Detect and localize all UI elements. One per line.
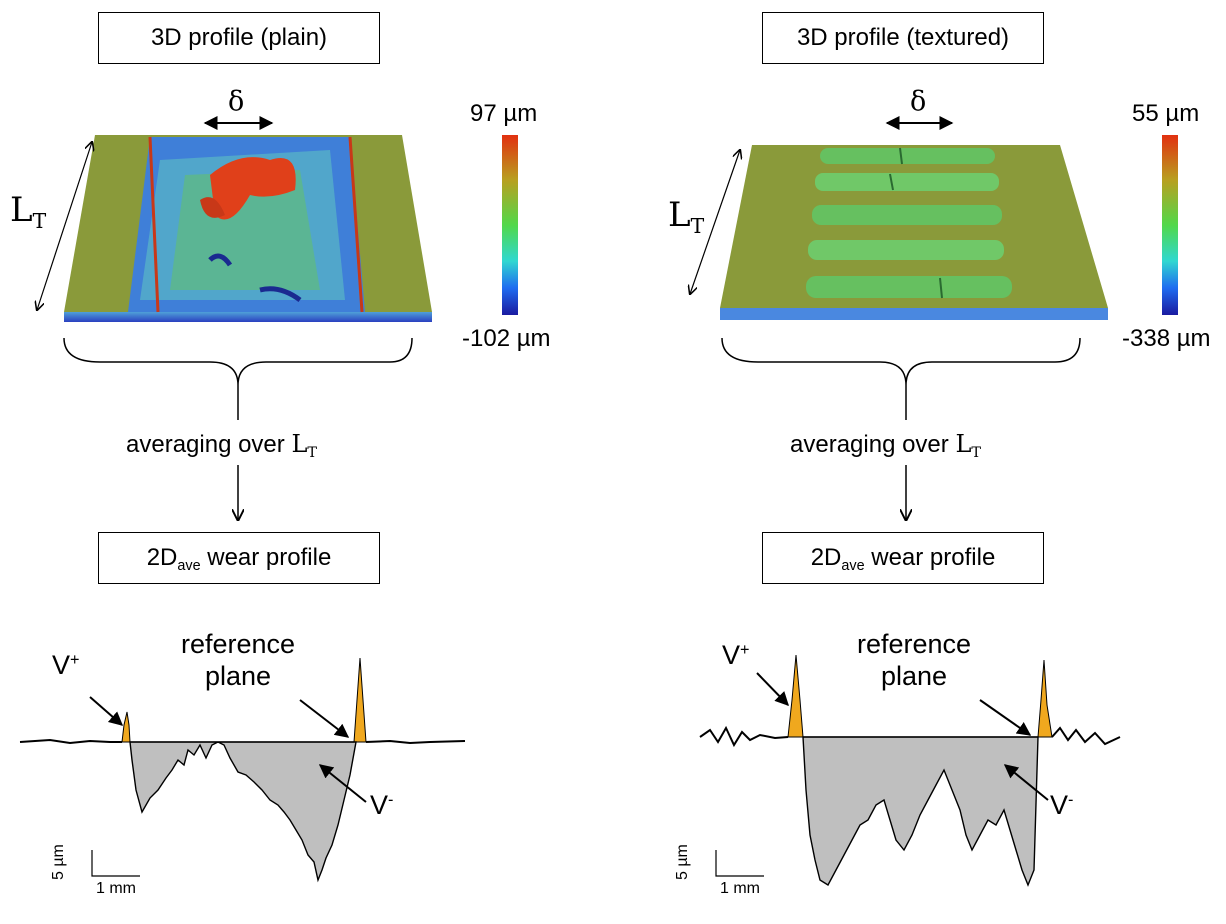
right-lt-label: LT	[668, 195, 705, 239]
left-lt-main: L	[10, 190, 33, 230]
left-vplus-label: V+	[52, 650, 79, 681]
left-averaging-text: averaging over	[126, 431, 292, 458]
left-delta-label: δ	[228, 86, 245, 117]
right-result: 2Dave wear profile	[810, 544, 996, 575]
right-colorbar-max: 55 µm	[1132, 100, 1200, 127]
right-averaging-label: averaging over LT	[790, 430, 981, 462]
right-reference-line2: plane	[880, 661, 948, 691]
left-vminus-main: V	[370, 790, 389, 820]
left-reference-line1: reference	[180, 629, 296, 659]
right-vminus-label: V-	[1050, 790, 1073, 821]
right-lt-main: L	[668, 195, 691, 235]
right-result-box: 2Dave wear profile	[762, 532, 1044, 584]
left-3d-surface	[64, 135, 432, 322]
right-scale-y: 5 µm	[674, 844, 691, 880]
left-lt-arrow	[37, 142, 92, 310]
right-title: 3D profile (textured)	[796, 24, 1010, 51]
left-colorbar-max: 97 µm	[470, 100, 538, 127]
left-vminus-label: V-	[370, 790, 393, 821]
left-vplus-main: V	[52, 650, 71, 680]
left-averaging-label: averaging over LT	[126, 430, 317, 462]
right-result-sub: ave	[841, 558, 865, 575]
right-brace	[721, 337, 1081, 386]
right-delta-label: δ	[910, 86, 927, 117]
right-vplus-sup: +	[740, 641, 750, 660]
left-lt-label: LT	[10, 190, 47, 234]
right-vplus-label: V+	[722, 640, 749, 671]
left-2d-profile	[19, 657, 466, 883]
right-2d-profile	[699, 654, 1121, 887]
left-result: 2Dave wear profile	[146, 544, 332, 575]
right-reference-line1: reference	[856, 629, 972, 659]
right-averaging-sub: T	[971, 445, 981, 462]
left-reference-label: reference plane	[172, 628, 304, 692]
left-averaging-sub: T	[307, 445, 317, 462]
left-vminus-sup: -	[388, 791, 394, 810]
left-brace	[63, 337, 413, 386]
left-colorbar-min: -102 µm	[462, 325, 551, 352]
right-vminus-main: V	[1050, 790, 1069, 820]
left-colorbar	[502, 135, 518, 315]
left-averaging-sym: L	[291, 430, 308, 458]
right-colorbar-min: -338 µm	[1122, 325, 1211, 352]
right-result-main: 2D	[810, 544, 842, 571]
right-reference-label: reference plane	[848, 628, 980, 692]
left-reference-line2: plane	[204, 661, 272, 691]
right-averaging-sym: L	[955, 430, 972, 458]
left-title-box: 3D profile (plain)	[98, 12, 380, 64]
right-result-tail: wear profile	[864, 544, 996, 571]
left-result-box: 2Dave wear profile	[98, 532, 380, 584]
left-result-sub: ave	[177, 558, 201, 575]
right-vminus-sup: -	[1068, 791, 1074, 810]
right-lt-sub: T	[690, 214, 705, 239]
right-lt-arrow	[690, 150, 740, 294]
right-colorbar	[1162, 135, 1178, 315]
left-title: 3D profile (plain)	[150, 24, 328, 51]
right-vplus-main: V	[722, 640, 741, 670]
right-averaging-text: averaging over	[790, 431, 956, 458]
left-vplus-sup: +	[70, 651, 80, 670]
right-3d-surface	[720, 145, 1108, 320]
right-scale-x: 1 mm	[720, 880, 760, 897]
left-scale-x: 1 mm	[96, 880, 136, 897]
left-result-tail: wear profile	[200, 544, 332, 571]
left-lt-sub: T	[32, 209, 47, 234]
left-result-main: 2D	[146, 544, 178, 571]
left-scale-y: 5 µm	[50, 844, 67, 880]
right-title-box: 3D profile (textured)	[762, 12, 1044, 64]
